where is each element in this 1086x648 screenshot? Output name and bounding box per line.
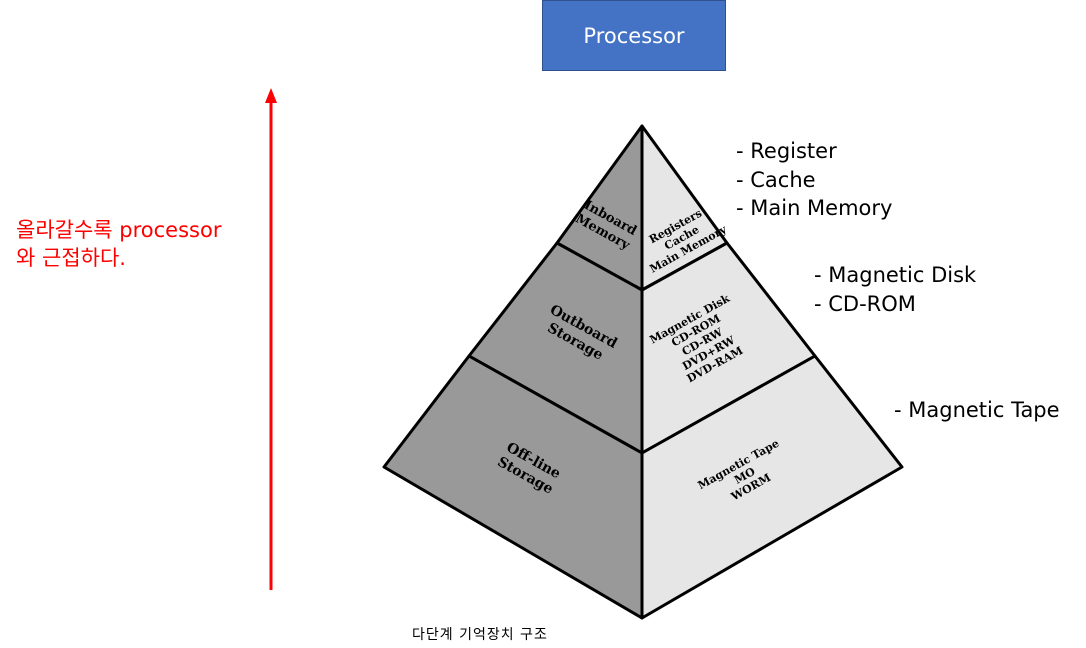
- pyramid-right-bottom-face: [640, 354, 904, 620]
- list-item-register: - Register: [736, 139, 837, 163]
- processor-label: Processor: [583, 23, 685, 48]
- proximity-note-line-1: 올라갈수록 processor: [16, 218, 222, 242]
- list-item-cache: - Cache: [736, 167, 816, 192]
- up-arrow-head: [265, 88, 277, 103]
- list-item-magnetic-tape: - Magnetic Tape: [894, 398, 1060, 422]
- list-item-cd-rom: - CD-ROM: [814, 291, 916, 316]
- list-offline: - Magnetic Tape: [894, 396, 1060, 425]
- list-item-magnetic-disk: - Magnetic Disk: [814, 263, 977, 287]
- proximity-note-line-2: 와 근접하다.: [16, 246, 126, 270]
- list-inboard: - Register - Cache - Main Memory: [736, 137, 892, 223]
- list-outboard: - Magnetic Disk - CD-ROM: [814, 261, 976, 318]
- figure-caption: 다단계 기억장치 구조: [412, 627, 548, 643]
- processor-box: Processor: [542, 0, 726, 71]
- proximity-note: 올라갈수록 processor 와 근접하다.: [16, 216, 221, 272]
- list-item-main-memory: - Main Memory: [736, 196, 893, 220]
